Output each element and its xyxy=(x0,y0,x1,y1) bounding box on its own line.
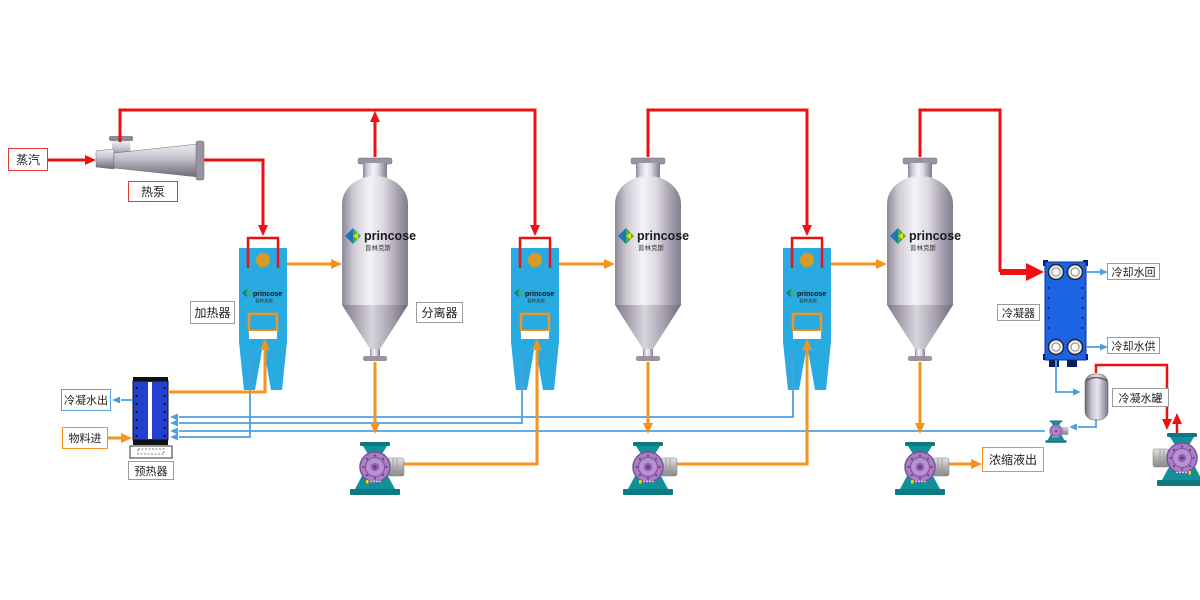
brand-icon xyxy=(514,288,519,298)
heater-3: princose 普林克斯 xyxy=(783,248,831,390)
heater-2: princose 普林克斯 xyxy=(511,248,559,390)
brand-name: princose xyxy=(909,229,961,243)
separator-1: princose 普林克斯 xyxy=(342,157,416,361)
separator-3: princose 普林克斯 xyxy=(887,157,961,361)
water-lines xyxy=(121,271,1100,438)
separator-2: princose 普林克斯 xyxy=(615,157,689,361)
condensate-tank xyxy=(1084,373,1109,421)
cooling-water-supply-label: 冷却水供 xyxy=(1107,337,1160,354)
brand-name: princose xyxy=(253,291,282,298)
condensate-pump xyxy=(1152,432,1200,487)
brand-icon xyxy=(786,288,791,298)
separator-label: 分离器 xyxy=(416,302,463,323)
material-arrows xyxy=(121,259,982,469)
brand-name: princose xyxy=(637,229,689,243)
circulation-pump-3 xyxy=(894,441,950,496)
circulation-pump-2 xyxy=(622,441,678,496)
brand-icon xyxy=(890,228,898,244)
transfer-pump-small xyxy=(1045,420,1069,444)
preheater-exchanger xyxy=(129,377,173,459)
brand-name: princose xyxy=(525,291,554,298)
plate-condenser xyxy=(1043,260,1088,367)
circulation-pump-1 xyxy=(349,441,405,496)
brand-name-zh: 普林克斯 xyxy=(910,243,937,252)
condensate-out-label: 冷凝水出 xyxy=(61,389,111,411)
brand-name: princose xyxy=(364,229,416,243)
water-arrows xyxy=(112,268,1108,441)
brand-name-zh: 普林克斯 xyxy=(255,298,273,305)
steam-label: 蒸汽 xyxy=(8,148,48,171)
steam-arrows xyxy=(85,111,1182,430)
condensate-tank-label: 冷凝水罐 xyxy=(1112,388,1169,407)
material-lines xyxy=(108,262,971,466)
concentrate-out-label: 浓缩液出 xyxy=(982,447,1044,472)
preheater-label: 预热器 xyxy=(128,461,174,480)
brand-name-zh: 普林克斯 xyxy=(527,298,545,305)
material-in-label: 物料进 xyxy=(62,427,108,449)
heat-pump-label: 热泵 xyxy=(128,181,178,202)
brand-name-zh: 普林克斯 xyxy=(638,243,665,252)
brand-icon xyxy=(618,228,626,244)
brand-name: princose xyxy=(797,291,826,298)
steam-lines xyxy=(48,108,1179,446)
brand-name-zh: 普林克斯 xyxy=(799,298,817,305)
cooling-water-return-label: 冷却水回 xyxy=(1107,263,1160,280)
heater-1: princose 普林克斯 xyxy=(239,248,287,390)
brand-icon xyxy=(345,228,353,244)
brand-name-zh: 普林克斯 xyxy=(365,243,392,252)
heater-label: 加热器 xyxy=(190,301,235,324)
steam-ejector xyxy=(95,136,205,181)
brand-icon xyxy=(242,288,247,298)
condenser-label: 冷凝器 xyxy=(997,304,1040,321)
